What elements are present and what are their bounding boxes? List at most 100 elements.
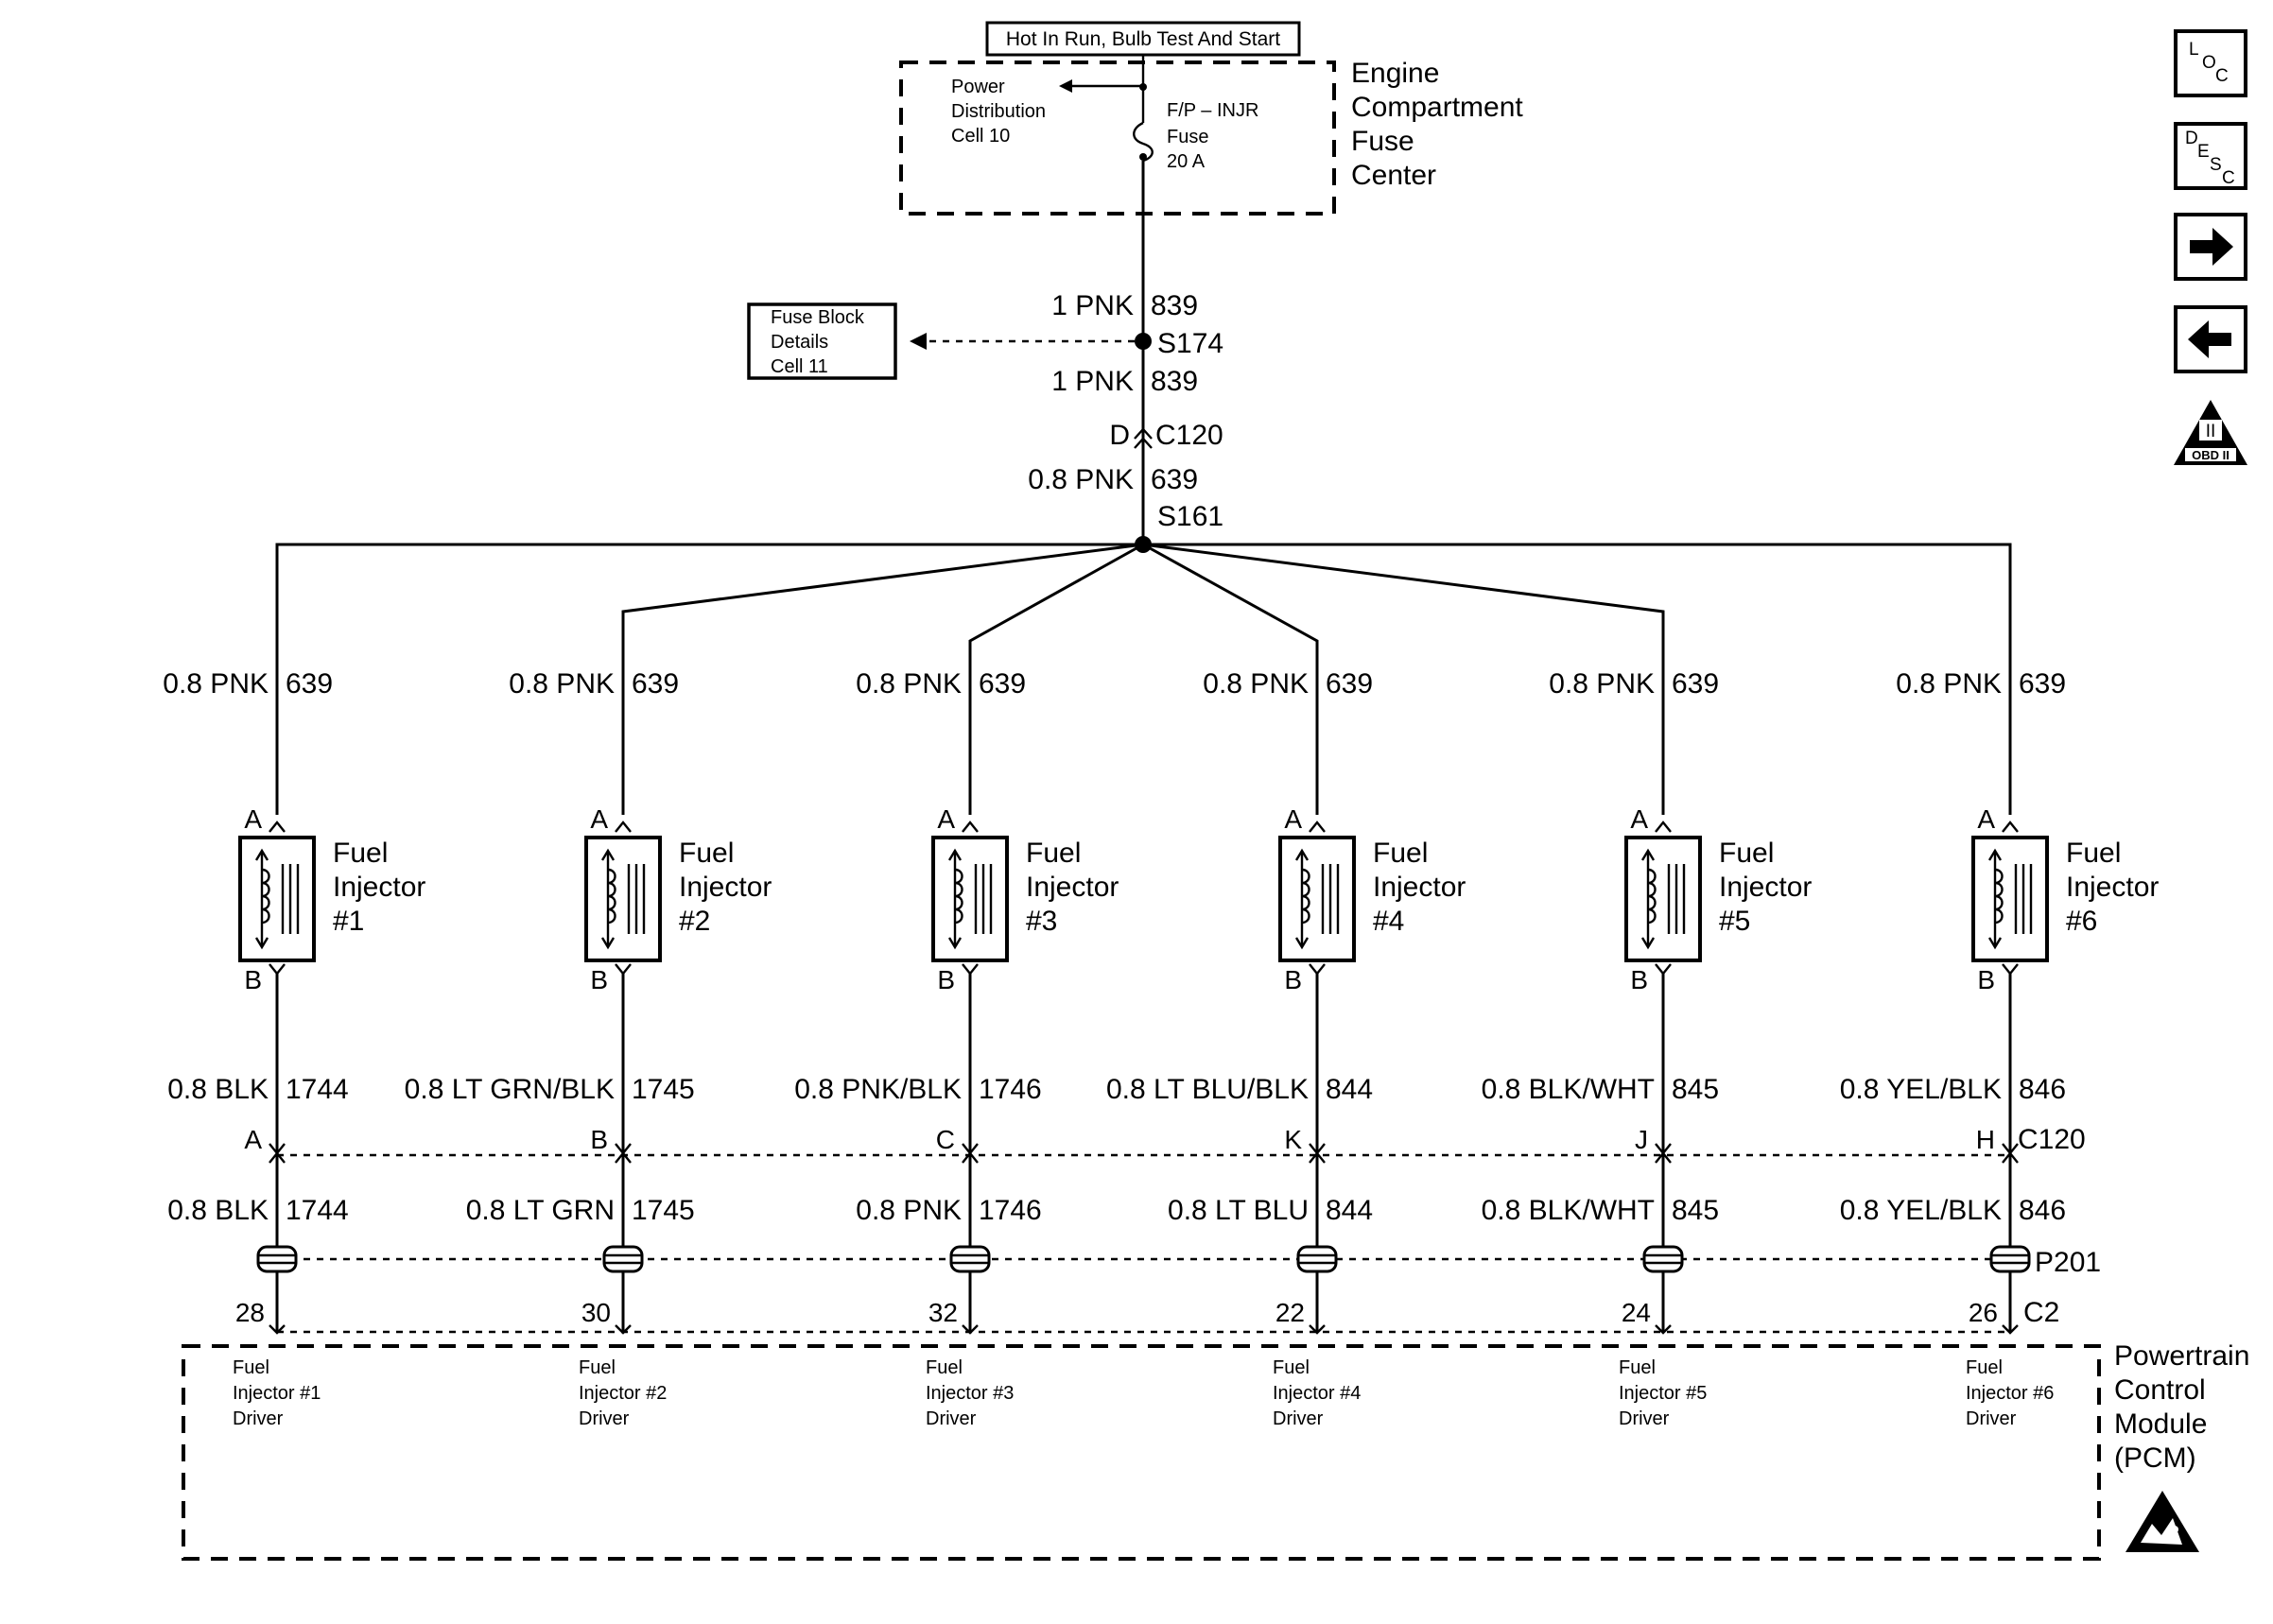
injector-3-pin-b: B bbox=[937, 965, 955, 994]
injector-6-pin-a: A bbox=[1977, 804, 1995, 834]
splice-s161-label: S161 bbox=[1157, 501, 1223, 532]
svg-text:OBD II: OBD II bbox=[2192, 448, 2230, 462]
fuel-injector-5-icon bbox=[1624, 836, 1702, 962]
injector-6-ctrl-circuit: 846 bbox=[2019, 1074, 2066, 1105]
c120-feed-label: C120 bbox=[1155, 420, 1223, 451]
injector-5-low-circuit: 845 bbox=[1672, 1195, 1719, 1226]
injector-1-pin-a: A bbox=[244, 804, 262, 834]
injector-4-name-line-1: Fuel bbox=[1373, 838, 1428, 869]
feed-upper-wire-label: 1 PNK bbox=[1051, 290, 1134, 321]
arrow-left-icon bbox=[2188, 320, 2231, 358]
injector-3-driver-line-3: Driver bbox=[926, 1408, 977, 1429]
injector-1-pin-b: B bbox=[244, 965, 262, 994]
injector-4-low-wire: 0.8 LT BLU bbox=[1168, 1195, 1309, 1226]
pcm-name-line-3: Module bbox=[2114, 1408, 2207, 1440]
fuse-label-line-1: F/P – INJR bbox=[1167, 100, 1258, 121]
injector-2-low-circuit: 1745 bbox=[632, 1195, 695, 1226]
fuel-injector-3-icon bbox=[931, 836, 1009, 962]
injector-5-ctrl-circuit: 845 bbox=[1672, 1074, 1719, 1105]
c120-row-label: C120 bbox=[2018, 1124, 2086, 1155]
arrow-right-icon bbox=[2190, 228, 2233, 266]
loc-button[interactable]: L O C bbox=[2174, 29, 2247, 97]
desc-button[interactable]: D E S C bbox=[2174, 122, 2247, 190]
injector-4-pcm-pin: 22 bbox=[1275, 1298, 1305, 1327]
svg-text:C: C bbox=[2222, 168, 2235, 188]
powertrain-control-module: Powertrain Control Module (PCM) bbox=[182, 1340, 2249, 1561]
svg-text:II: II bbox=[2206, 422, 2216, 441]
injector-3-name-line-3: #3 bbox=[1026, 906, 1057, 937]
injector-6-pin-b: B bbox=[1977, 965, 1995, 994]
pcm-name-line-1: Powertrain bbox=[2114, 1340, 2249, 1372]
injector-6-ctrl-wire: 0.8 YEL/BLK bbox=[1840, 1074, 2002, 1105]
p201-ring-terminal-3-icon bbox=[949, 1245, 991, 1273]
injector-3-name-line-1: Fuel bbox=[1026, 838, 1081, 869]
injector-1-low-circuit: 1744 bbox=[286, 1195, 349, 1226]
svg-text:Hot In Run, Bulb Test And Star: Hot In Run, Bulb Test And Start bbox=[1006, 28, 1280, 50]
svg-text:C: C bbox=[2215, 66, 2229, 86]
injector-2-name-line-3: #2 bbox=[679, 906, 710, 937]
pcm-name-line-4: (PCM) bbox=[2114, 1443, 2196, 1474]
injector-4-driver-line-1: Fuel bbox=[1273, 1357, 1310, 1378]
injector-6-driver-line-1: Fuel bbox=[1966, 1357, 2003, 1378]
fuse-center-name-line-3: Fuse bbox=[1351, 126, 1414, 157]
injector-2-name-line-2: Injector bbox=[679, 872, 772, 903]
fuel-injector-2-icon bbox=[584, 836, 662, 962]
feed-639-wire-label: 0.8 PNK bbox=[1028, 464, 1134, 495]
injector-4-ctrl-circuit: 844 bbox=[1326, 1074, 1373, 1105]
fuse-block-ref-line-1: Fuse Block bbox=[771, 307, 865, 328]
p201-ring-terminal-6-icon bbox=[1989, 1245, 2031, 1273]
injector-1-c120-pin: A bbox=[244, 1125, 262, 1154]
injector-1-driver-line-1: Fuel bbox=[233, 1357, 269, 1378]
injector-5-driver-line-3: Driver bbox=[1619, 1408, 1670, 1429]
splice-s174-label: S174 bbox=[1157, 328, 1223, 359]
injector-2-feed-circuit: 639 bbox=[632, 668, 679, 700]
injector-2-feed-wire: 0.8 PNK bbox=[509, 668, 615, 700]
injector-6-name-line-2: Injector bbox=[2066, 872, 2159, 903]
p201-row-label: P201 bbox=[2035, 1247, 2101, 1278]
injector-4-low-circuit: 844 bbox=[1326, 1195, 1373, 1226]
injector-1-ctrl-wire: 0.8 BLK bbox=[167, 1074, 269, 1105]
injector-5-c120-pin: J bbox=[1635, 1125, 1648, 1154]
injector-4-c120-pin: K bbox=[1284, 1125, 1302, 1154]
pcm-c2-label: C2 bbox=[2023, 1297, 2059, 1328]
c120-feed-pin: D bbox=[1109, 420, 1130, 451]
feed-lower-circuit: 839 bbox=[1151, 366, 1198, 397]
obd-ii-icon: II OBD II bbox=[2174, 400, 2247, 465]
injector-2-ctrl-wire: 0.8 LT GRN/BLK bbox=[405, 1074, 615, 1105]
feed-lower-wire-label: 1 PNK bbox=[1051, 366, 1134, 397]
p201-ring-terminal-5-icon bbox=[1642, 1245, 1684, 1273]
injector-2-low-wire: 0.8 LT GRN bbox=[466, 1195, 615, 1226]
injector-4-feed-circuit: 639 bbox=[1326, 668, 1373, 700]
injector-2-driver-line-2: Injector #2 bbox=[579, 1383, 667, 1404]
injector-6-c120-pin: H bbox=[1976, 1125, 1995, 1154]
injector-6-pcm-pin: 26 bbox=[1969, 1298, 1998, 1327]
svg-text:O: O bbox=[2202, 53, 2216, 73]
injector-5-ctrl-wire: 0.8 BLK/WHT bbox=[1482, 1074, 1655, 1105]
injector-2-pcm-pin: 30 bbox=[581, 1298, 611, 1327]
svg-text:E: E bbox=[2197, 142, 2210, 162]
fuse-icon bbox=[1133, 55, 1154, 163]
next-page-button[interactable] bbox=[2174, 213, 2247, 281]
fuel-injector-4-icon bbox=[1278, 836, 1356, 962]
injector-2-c120-pin: B bbox=[590, 1125, 608, 1154]
injector-3-pin-a: A bbox=[937, 804, 955, 834]
injector-1-driver-line-3: Driver bbox=[233, 1408, 284, 1429]
power-distribution-line-3: Cell 10 bbox=[951, 126, 1010, 147]
injector-3-pcm-pin: 32 bbox=[928, 1298, 958, 1327]
c120-feed-connector-icon bbox=[1134, 427, 1153, 449]
injector-1-driver-line-2: Injector #1 bbox=[233, 1383, 321, 1404]
injector-6-driver-line-2: Injector #6 bbox=[1966, 1383, 2054, 1404]
fuse-block-details-ref[interactable]: Fuse Block Details Cell 11 bbox=[747, 302, 897, 380]
svg-text:L: L bbox=[2189, 40, 2199, 60]
injector-4-name-line-3: #4 bbox=[1373, 906, 1404, 937]
injector-2-pin-b: B bbox=[590, 965, 608, 994]
injector-3-driver-line-1: Fuel bbox=[926, 1357, 963, 1378]
supply-condition-label: Hot In Run, Bulb Test And Start bbox=[985, 21, 1301, 57]
injector-3-ctrl-circuit: 1746 bbox=[979, 1074, 1042, 1105]
previous-page-button[interactable] bbox=[2174, 305, 2247, 373]
power-distribution-line-2: Distribution bbox=[951, 101, 1046, 122]
